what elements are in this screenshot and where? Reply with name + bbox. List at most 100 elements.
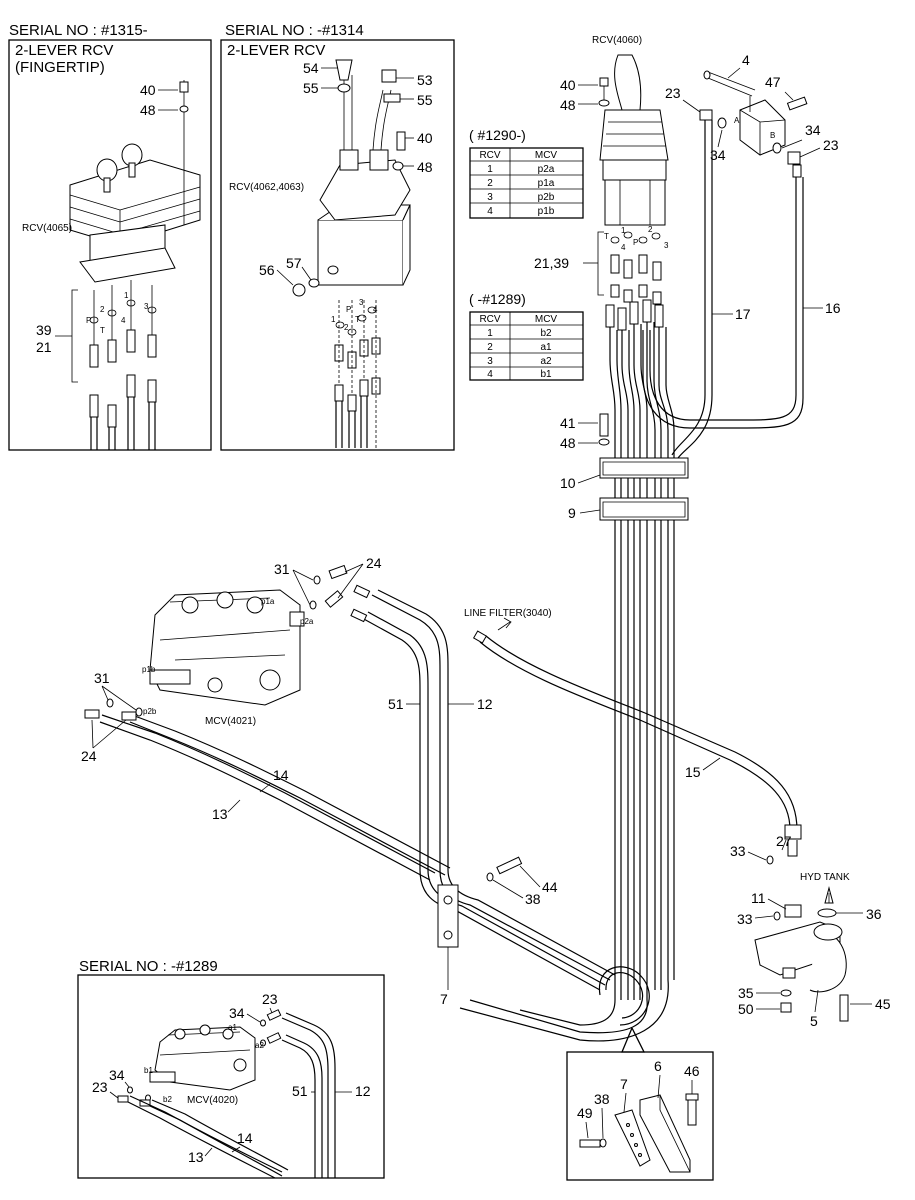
svg-text:A: A: [734, 116, 740, 125]
svg-text:4: 4: [487, 369, 493, 380]
svg-text:a2: a2: [540, 356, 552, 367]
svg-text:4: 4: [373, 305, 378, 314]
callout-41: 41: [560, 415, 576, 431]
svg-text:B: B: [770, 131, 775, 140]
callout-38: 38: [525, 891, 541, 907]
svg-text:1: 1: [487, 328, 493, 339]
callout-34d: 34: [109, 1067, 125, 1083]
label-mcv-4021: MCV(4021): [205, 716, 256, 727]
callout-33: 33: [730, 843, 746, 859]
mcv-4020-assembly: [117, 1009, 282, 1107]
callout-50: 50: [738, 1001, 754, 1017]
callout-14: 14: [273, 767, 289, 783]
svg-text:p2b: p2b: [538, 192, 555, 203]
label-rcv-4062: RCV(4062,4063): [229, 182, 304, 193]
callout-57: 57: [286, 255, 302, 271]
callout-17: 17: [735, 306, 751, 322]
svg-text:3: 3: [487, 356, 493, 367]
heading-serial-1289: SERIAL NO : -#1289: [79, 958, 218, 975]
label-line-filter: LINE FILTER(3040): [464, 608, 552, 619]
svg-text:P: P: [86, 316, 91, 325]
svg-text:3: 3: [487, 192, 493, 203]
callout-34b: 34: [805, 122, 821, 138]
svg-text:4: 4: [121, 316, 126, 325]
svg-text:1: 1: [124, 291, 129, 300]
svg-text:4: 4: [487, 206, 493, 217]
heading-fingertip: 2-LEVER RCV: [15, 42, 113, 59]
table-1290: ( #1290-) RCV MCV 1 p2a 2 p1a 3 p2b 4 p1…: [469, 127, 584, 219]
svg-text:b1: b1: [144, 1066, 153, 1075]
svg-text:2: 2: [344, 323, 349, 332]
callout-12: 12: [477, 696, 493, 712]
callout-5: 5: [810, 1013, 818, 1029]
svg-text:2: 2: [100, 305, 105, 314]
table-1289-title: ( -#1289): [469, 291, 526, 307]
callout-9: 9: [568, 505, 576, 521]
callout-40c: 40: [560, 77, 576, 93]
inset-frame-1314: [220, 39, 455, 451]
svg-text:3: 3: [664, 241, 669, 250]
rcv-4060-assembly: [597, 54, 669, 331]
svg-text:b2: b2: [540, 328, 552, 339]
callout-35: 35: [738, 985, 754, 1001]
svg-text:p1b: p1b: [538, 206, 555, 217]
svg-text:1: 1: [621, 226, 626, 235]
svg-text:RCV: RCV: [479, 150, 500, 161]
callout-6: 6: [654, 1058, 662, 1074]
callout-21: 21: [36, 339, 52, 355]
callout-4: 4: [742, 52, 750, 68]
heading-serial-1315: SERIAL NO : #1315-: [9, 22, 148, 39]
svg-text:MCV: MCV: [535, 314, 558, 325]
callout-45: 45: [875, 996, 891, 1012]
callout-33b: 33: [737, 911, 753, 927]
mcv-4021-assembly: [84, 564, 371, 721]
callout-47: 47: [765, 74, 781, 90]
svg-text:T: T: [100, 326, 105, 335]
callout-53: 53: [417, 72, 433, 88]
rcv-4062-assembly: [292, 59, 411, 450]
hose-bundle: [99, 120, 804, 1042]
callout-23c: 23: [262, 991, 278, 1007]
svg-text:RCV: RCV: [479, 314, 500, 325]
hyd-tank-port-assembly: [754, 824, 849, 1022]
svg-text:a1: a1: [228, 1023, 237, 1032]
rcv-4065-assembly: [55, 80, 201, 450]
callout-55: 55: [303, 80, 319, 96]
callout-27: 27: [776, 833, 792, 849]
callout-44: 44: [542, 879, 558, 895]
callout-38b: 38: [594, 1091, 610, 1107]
svg-text:3: 3: [359, 298, 364, 307]
heading-lever-rcv: 2-LEVER RCV: [227, 42, 325, 59]
callout-54: 54: [303, 60, 319, 76]
svg-text:4: 4: [621, 243, 626, 252]
svg-text:p1a: p1a: [261, 597, 275, 606]
svg-text:b1: b1: [540, 369, 552, 380]
svg-text:p2a: p2a: [538, 164, 555, 175]
svg-text:1: 1: [487, 164, 493, 175]
callout-7: 7: [440, 991, 448, 1007]
callout-51: 51: [388, 696, 404, 712]
svg-text:P: P: [346, 305, 351, 314]
selector-valve: [699, 70, 808, 178]
table-1290-title: ( #1290-): [469, 127, 526, 143]
callout-34c: 34: [229, 1005, 245, 1021]
svg-text:2: 2: [487, 178, 493, 189]
callout-31: 31: [274, 561, 290, 577]
callout-13: 13: [212, 806, 228, 822]
callout-49: 49: [577, 1105, 593, 1121]
callout-16: 16: [825, 300, 841, 316]
callout-48c: 48: [560, 97, 576, 113]
callout-12b: 12: [355, 1083, 371, 1099]
callout-56: 56: [259, 262, 275, 278]
callout-31b: 31: [94, 670, 110, 686]
svg-text:2: 2: [487, 342, 493, 353]
table-1289: ( -#1289) RCV MCV 1 b2 2 a1 3 a2 4 b1: [469, 291, 584, 381]
svg-text:T: T: [604, 232, 609, 241]
callout-15: 15: [685, 764, 701, 780]
svg-text:T: T: [355, 315, 360, 324]
callout-24b: 24: [81, 748, 97, 764]
svg-text:2: 2: [648, 225, 653, 234]
heading-fingertip-2: (FINGERTIP): [15, 59, 105, 76]
svg-text:p1b: p1b: [142, 665, 156, 674]
